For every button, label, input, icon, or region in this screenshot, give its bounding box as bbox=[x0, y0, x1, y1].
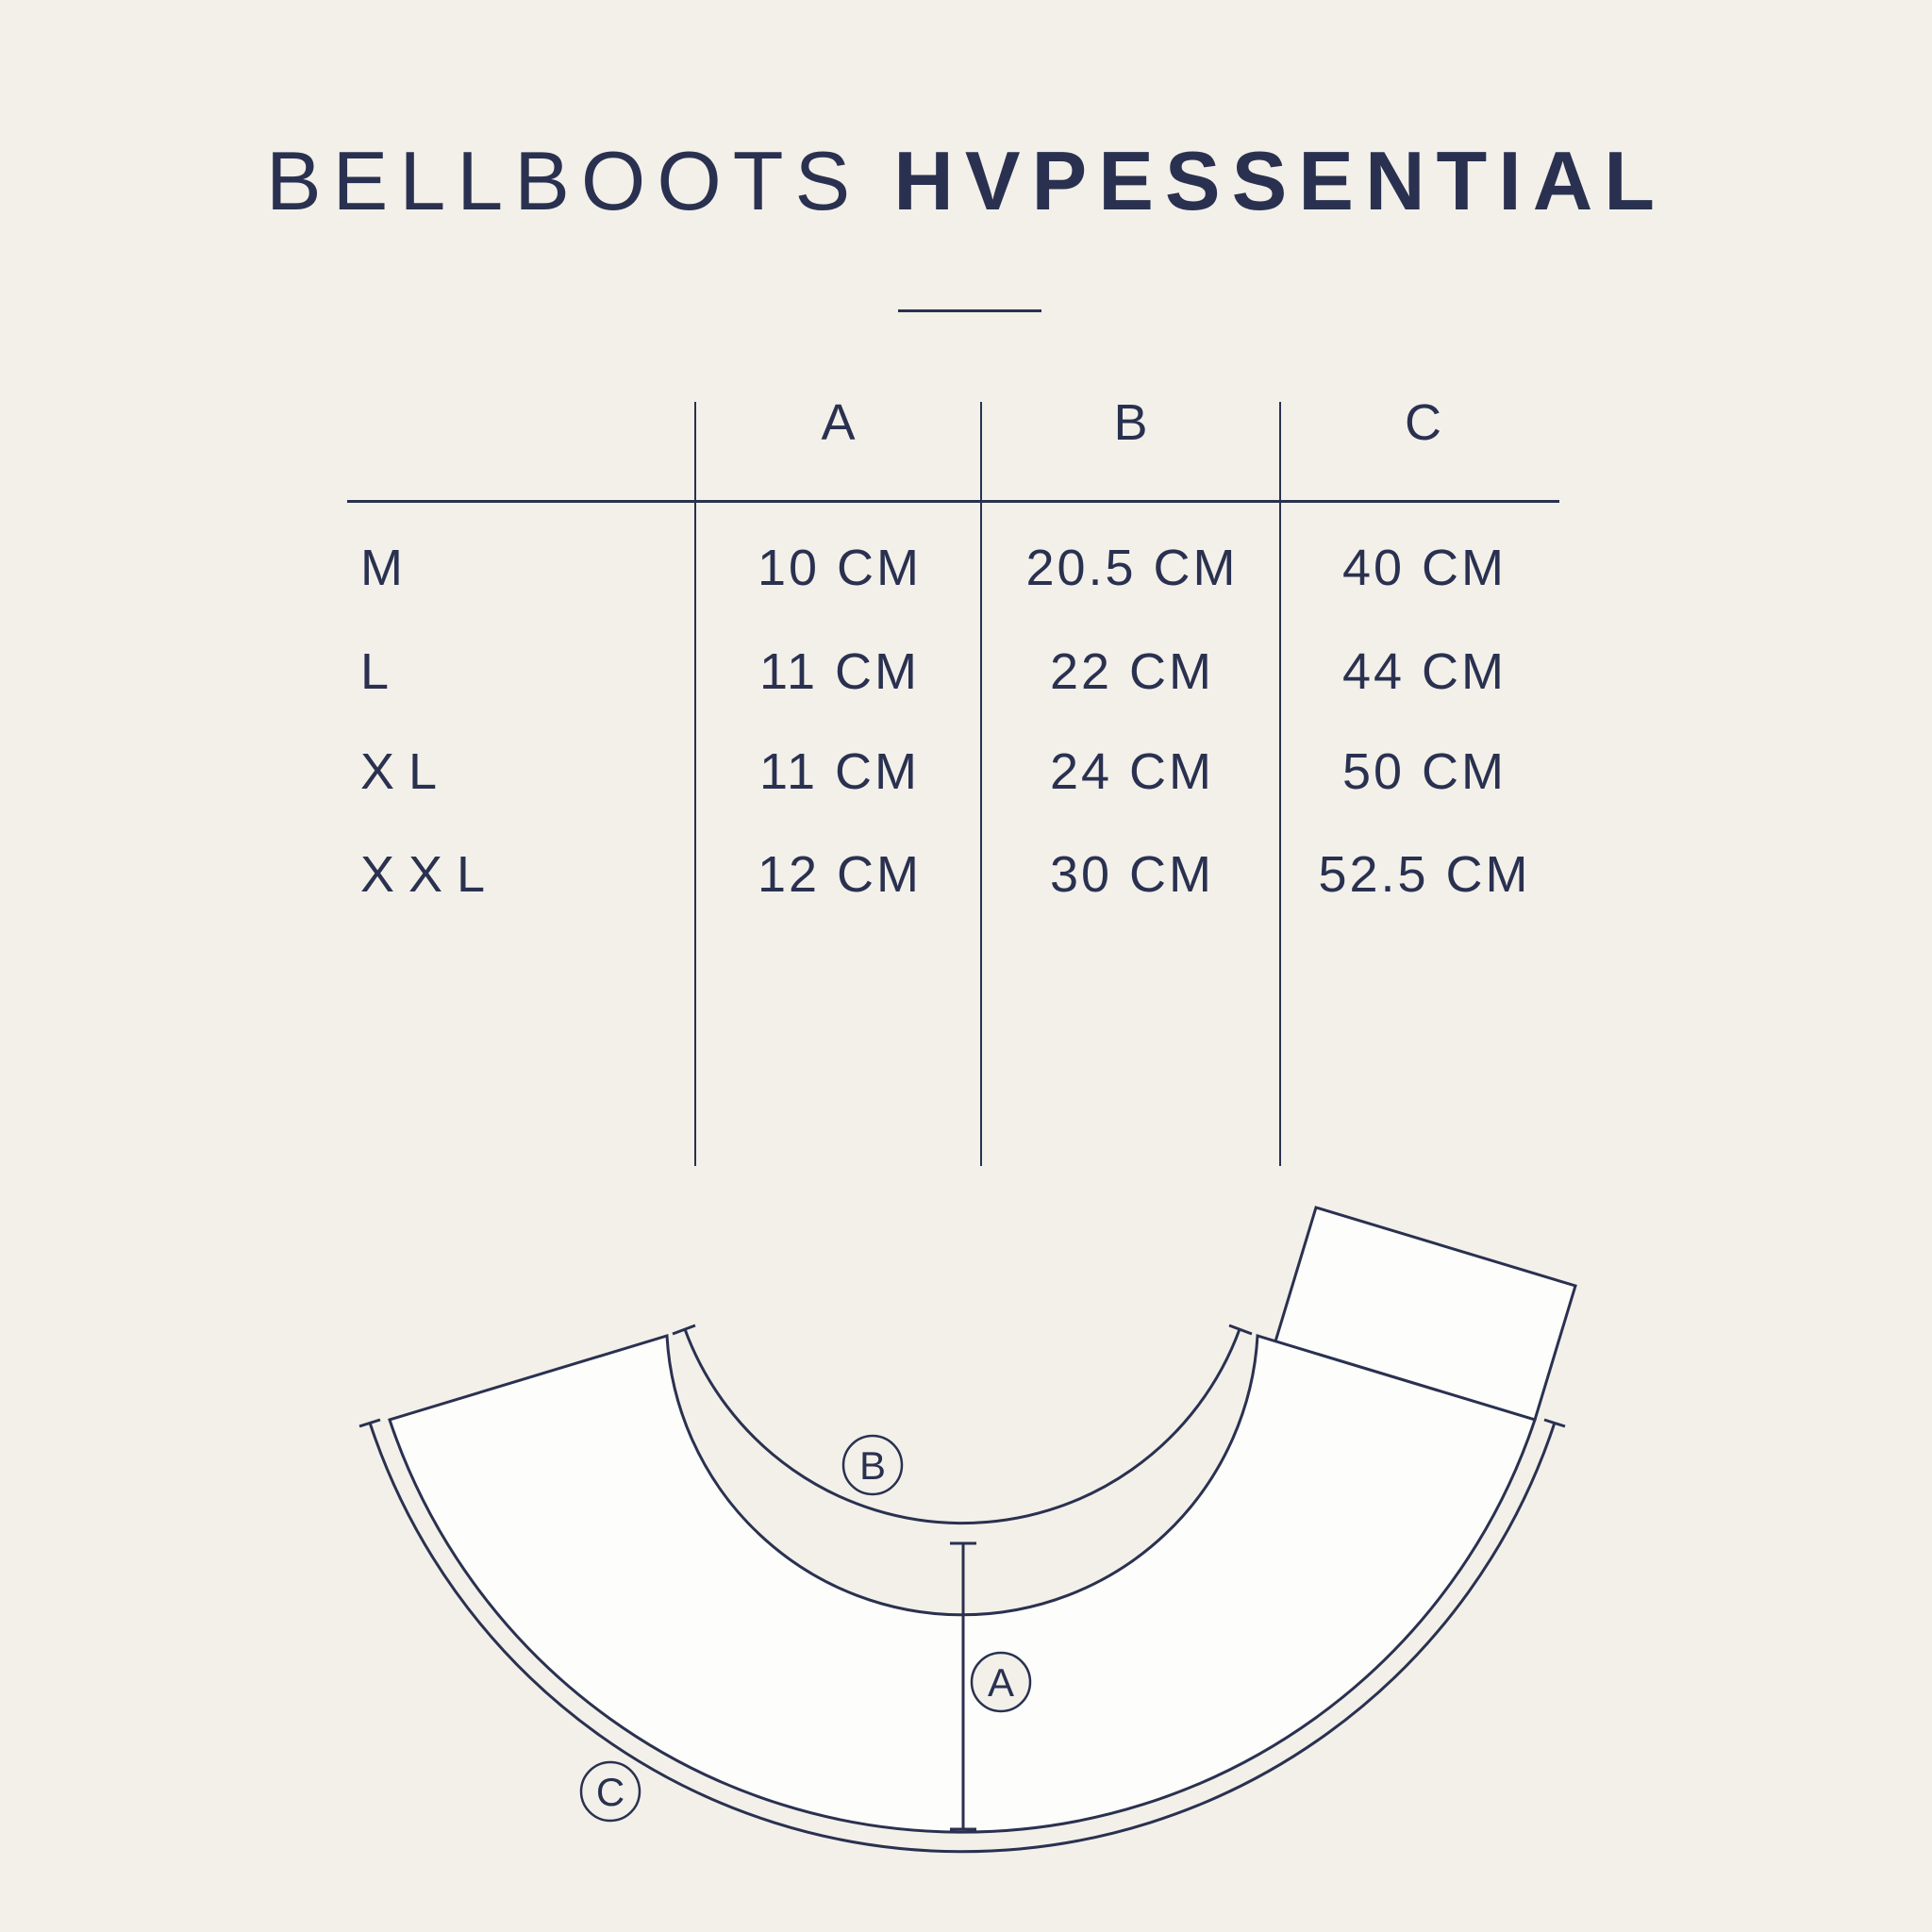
diagram-label-c: C bbox=[596, 1770, 625, 1814]
inner-seam-line bbox=[672, 1324, 1253, 1525]
table-rule-vertical bbox=[1279, 402, 1281, 1166]
measurement-cell: 20.5 CM bbox=[1025, 540, 1239, 596]
measurement-cell: 10 CM bbox=[757, 540, 923, 596]
height-measure-line bbox=[950, 1541, 976, 1831]
table-rule-horizontal bbox=[347, 500, 1559, 503]
diagram-label-b: B bbox=[859, 1443, 886, 1488]
size-label: XL bbox=[360, 743, 452, 800]
table-rule-vertical bbox=[980, 402, 982, 1166]
size-label: XXL bbox=[360, 846, 500, 903]
outer-seam-line bbox=[358, 1418, 1566, 1854]
product-name: HVPESSENTIAL bbox=[893, 134, 1667, 227]
size-label: M bbox=[360, 540, 417, 596]
size-label: L bbox=[360, 643, 404, 700]
measurement-cell: 50 CM bbox=[1341, 743, 1507, 800]
measurement-cell: 12 CM bbox=[757, 846, 923, 903]
pattern-outline bbox=[388, 1334, 1537, 1834]
column-header-c: C bbox=[1405, 394, 1444, 451]
measurement-cell: 11 CM bbox=[758, 743, 921, 800]
measurement-cell: 30 CM bbox=[1049, 846, 1215, 903]
measurement-cell: 52.5 CM bbox=[1318, 846, 1531, 903]
measurement-cell: 11 CM bbox=[758, 643, 921, 700]
label-bubble-c bbox=[579, 1760, 641, 1823]
measurement-cell: 44 CM bbox=[1341, 643, 1507, 700]
column-header-a: A bbox=[821, 394, 858, 451]
diagram-label-a: A bbox=[988, 1660, 1014, 1705]
title-divider bbox=[898, 309, 1041, 312]
label-bubble-b bbox=[841, 1434, 904, 1496]
brand-name: BELLBOOTS bbox=[265, 134, 862, 227]
measurement-cell: 40 CM bbox=[1341, 540, 1507, 596]
measurement-cell: 24 CM bbox=[1049, 743, 1215, 800]
table-rule-vertical bbox=[694, 402, 696, 1166]
label-bubble-a bbox=[970, 1651, 1032, 1713]
measurement-cell: 22 CM bbox=[1049, 643, 1215, 700]
column-header-b: B bbox=[1113, 394, 1151, 451]
